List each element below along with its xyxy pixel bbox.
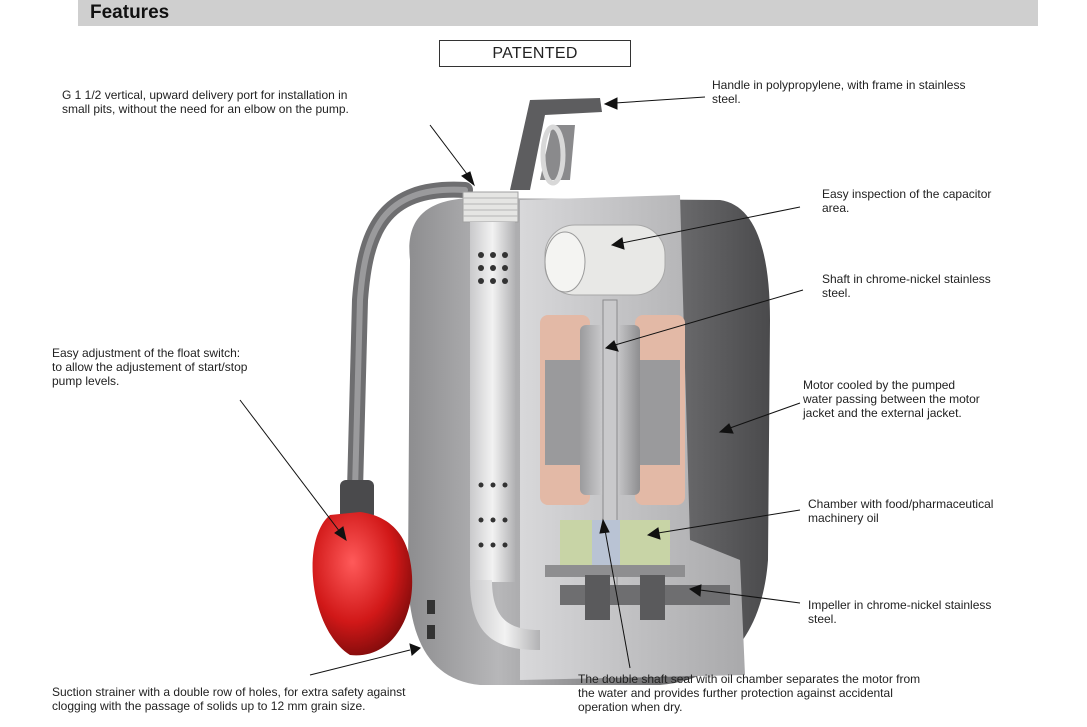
note-capacitor: Easy inspection of the capacitor area. [822, 187, 992, 215]
float-cable [347, 181, 473, 498]
leader-lines [239, 96, 804, 676]
note-shaft-seal: The double shaft seal with oil chamber s… [578, 672, 921, 714]
note-impeller: Impeller in chrome-nickel stainless stee… [808, 598, 992, 626]
capacitor [544, 224, 666, 296]
note-oil-chamber: Chamber with food/pharmaceutical machine… [808, 497, 994, 525]
note-float-switch: Easy adjustment of the float switch: to … [52, 346, 248, 388]
section-title: Features [90, 2, 170, 23]
note-motor-cooling: Motor cooled by the pumped water passing… [803, 378, 980, 420]
patented-badge: PATENTED [439, 40, 631, 67]
handle [510, 98, 602, 190]
note-shaft: Shaft in chrome-nickel stainless steel. [822, 272, 991, 300]
oil-chamber [545, 520, 685, 577]
note-handle: Handle in polypropylene, with frame in s… [712, 78, 966, 106]
note-strainer: Suction strainer with a double row of ho… [52, 685, 406, 713]
delivery-pipe [462, 191, 540, 650]
section-header-bar [78, 0, 1038, 26]
note-delivery-port: G 1 1/2 vertical, upward delivery port f… [62, 88, 349, 116]
float-switch [312, 480, 413, 656]
strainer-holes [427, 252, 508, 639]
impeller [560, 575, 730, 620]
